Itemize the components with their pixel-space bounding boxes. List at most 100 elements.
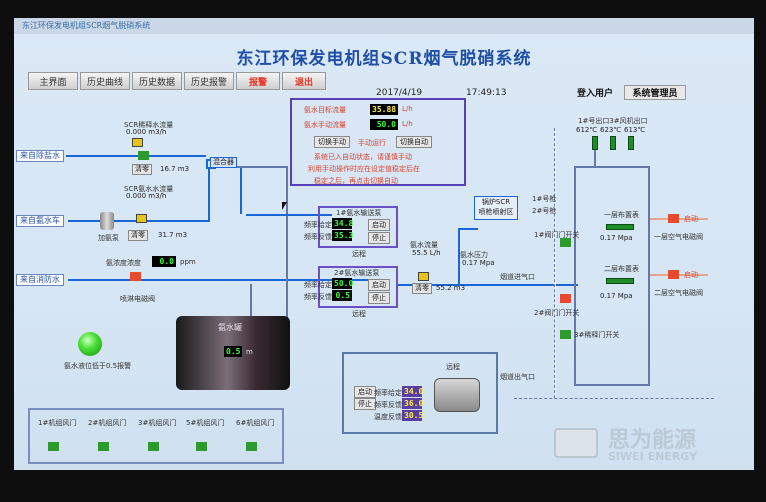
sensor-3 [628, 136, 634, 150]
switch-manual-button[interactable]: 切换手动 [314, 136, 350, 148]
manual-label: 氨水手动流量 [304, 121, 346, 129]
pump2-stop-button[interactable]: 停止 [368, 292, 390, 304]
nav-alarm[interactable]: 报警 [236, 72, 280, 90]
pipe-mixer-out [224, 166, 286, 168]
nav-history-curve[interactable]: 历史曲线 [80, 72, 130, 90]
pipe-riser-right [458, 228, 460, 286]
pump1-title: 1#氨水输送泵 [336, 209, 382, 217]
nav-history-data[interactable]: 历史数据 [132, 72, 182, 90]
pipe-to-pump [246, 214, 332, 216]
dilute-total: 16.7 m3 [160, 165, 190, 173]
date-display: 2017/4/19 [376, 88, 423, 98]
reactor-valve-2[interactable] [560, 294, 571, 303]
pump2-freq-set[interactable]: 50.0 [332, 278, 354, 289]
dilute-flow-label: SCR稀释水流量 [124, 121, 174, 129]
watermark-en: SIWEI ENERGY [608, 450, 698, 463]
manual-unit: L/h [402, 120, 413, 128]
air-valve-1[interactable] [668, 214, 679, 223]
pump2-panel [318, 266, 398, 308]
target-unit: L/h [402, 105, 413, 113]
source-fire-water: 来自消防水 [16, 274, 64, 286]
fan-remote: 远程 [446, 363, 460, 371]
nav-exit[interactable]: 退出 [282, 72, 326, 90]
boiler-box: 锅炉SCR 喷枪喷射区 [474, 196, 518, 220]
window-title-strip: 东江环保发电机组SCR烟气脱硝系统 [14, 18, 754, 34]
scada-screen: 东江环保发电机组SCR烟气脱硝系统 东江环保发电机组SCR烟气脱硝系统 主界面 … [14, 18, 754, 470]
note-3: 稳定之后，再点击切换自动 [314, 177, 398, 185]
catalyst-2 [606, 278, 634, 284]
logo-icon [554, 428, 598, 458]
pump2-start-button[interactable]: 启动 [368, 279, 390, 291]
pump1-stop-button[interactable]: 停止 [368, 232, 390, 244]
pressure-2: 0.17 Mpa [600, 292, 633, 300]
flow-clear-button[interactable]: 清零 [412, 283, 432, 294]
reactor-valve-3[interactable] [560, 330, 571, 339]
tank-unit: m [246, 348, 253, 356]
fan-motor-icon [434, 378, 480, 412]
clear-button-2[interactable]: 清零 [128, 230, 148, 241]
fan-freq-fb: 36.0 [402, 398, 424, 409]
ammonia-flow-value: 0.000 m3/h [126, 192, 167, 200]
pump1-freq-set[interactable]: 34.8 [332, 218, 354, 229]
conc-label: 氨浓度浓度 [106, 259, 141, 267]
fan-stop-button[interactable]: 停止 [354, 398, 376, 410]
air-valve-2[interactable] [668, 270, 679, 279]
inlet-label: 烟道进气口 [500, 273, 535, 281]
source-desalted-water: 来自除盐水 [16, 150, 64, 162]
air-valve-1-state: 启动 [684, 215, 698, 223]
pump2-freq-fb: 0.5 [332, 290, 352, 301]
tank-level: 0.5 [224, 346, 242, 357]
air-pipe-1 [650, 218, 708, 220]
target-label: 氨水目标流量 [304, 106, 346, 114]
damper-valve-2[interactable] [98, 442, 109, 451]
damper-valve-4[interactable] [196, 442, 207, 451]
damper-valve-5[interactable] [246, 442, 257, 451]
valve-icon[interactable] [138, 151, 149, 160]
damper-valve-3[interactable] [148, 442, 159, 451]
pump1-panel [318, 206, 398, 248]
fan-fb-label: 频率反馈 [374, 401, 402, 409]
pump2-title: 2#氨水输送泵 [334, 269, 380, 277]
login-button[interactable]: 登入用户 [576, 89, 613, 99]
damper-valve-1[interactable] [48, 442, 59, 451]
manual-value[interactable]: 50.0 [370, 119, 398, 130]
pump2-set-label: 频率给定 [304, 281, 332, 289]
page-title: 东江环保发电机组SCR烟气脱硝系统 [236, 49, 532, 69]
pipe-spray [250, 284, 252, 318]
air-pipe-2 [650, 274, 708, 276]
spray-label: 喷淋电磁阀 [120, 295, 155, 303]
temp-1: 612℃ [576, 126, 598, 134]
conc-unit: ppm [180, 258, 196, 266]
pump1-set-label: 频率给定 [304, 221, 332, 229]
nav-history-alarm[interactable]: 历史报警 [184, 72, 234, 90]
damper-label-1: 1#机组风门 [38, 419, 77, 427]
damper-label-5: 6#机组风门 [236, 419, 275, 427]
valve-2-label: 2#阀门门开关 [534, 309, 580, 317]
fan-set-label: 频率给定 [374, 389, 402, 397]
fan-temp: 30.5 [402, 410, 424, 421]
pipe-to-boiler-top [458, 228, 478, 230]
ammonia-total: 31.7 m3 [158, 231, 188, 239]
pump1-start-button[interactable]: 启动 [368, 219, 390, 231]
level-alarm-lamp [78, 332, 102, 356]
pipe-fire-water [68, 279, 388, 281]
mixer-box: 混合器 [210, 157, 237, 168]
pipe-to-boiler [398, 284, 578, 286]
fan-start-button[interactable]: 启动 [354, 386, 376, 398]
spray-valve-icon[interactable] [130, 272, 141, 281]
switch-auto-button[interactable]: 切换自动 [396, 136, 432, 148]
pipe-desalted [66, 155, 206, 157]
tank-label: 氨水罐 [218, 323, 242, 332]
user-button[interactable]: 系统管理员 [624, 85, 686, 100]
pump-icon[interactable] [100, 212, 114, 230]
reactor-valve-1[interactable] [560, 238, 571, 247]
nav-main[interactable]: 主界面 [28, 72, 78, 90]
clear-button-1[interactable]: 清零 [132, 164, 152, 175]
gun-2-label: 2#号枪 [532, 207, 557, 215]
zone-1-label: 一层布置表 [604, 211, 639, 219]
valve-1-label: 1#阀门门开关 [534, 231, 580, 239]
fan-freq-set[interactable]: 34.0 [402, 386, 424, 397]
note-2: 利用手动操作时应在设定值稳定后在 [308, 165, 420, 173]
run-state: 手动运行 [358, 139, 386, 147]
